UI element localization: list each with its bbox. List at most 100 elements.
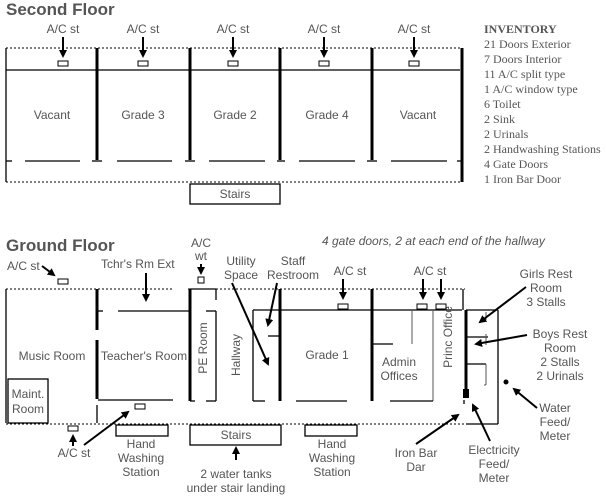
room-label-admin-2: Offices: [380, 369, 417, 383]
callout-elec-1: Electricity: [468, 443, 519, 457]
arrow-icon: [231, 282, 270, 366]
inventory-item: 4 Gate Doors: [484, 157, 548, 171]
inventory-item: 6 Toilet: [484, 97, 521, 111]
callout-hand-wash-right-3: Station: [313, 465, 350, 479]
inventory-item: 2 Urinals: [484, 127, 529, 141]
callout-iron-bar-2: Dar: [406, 460, 425, 474]
ac-split-icon: [137, 60, 149, 67]
room-label-hallway: Hallway: [229, 334, 243, 376]
second-floor-plan: Stairs Vacant Grade 3 Grade 2 Grade 4 Va…: [5, 22, 464, 205]
hand-washing-left-box: [115, 424, 169, 437]
ac-split-icon: [227, 60, 239, 67]
callout-hand-wash-right-1: Hand: [318, 437, 347, 451]
callout-tchr-rm-ext: Tchr's Rm Ext: [101, 257, 175, 271]
callout-girls-2: Room: [530, 281, 562, 295]
callout-ac-wt-1: A/C: [191, 236, 211, 250]
electricity-meter-icon: [463, 389, 469, 398]
stairs-box: [189, 183, 281, 205]
callout-water-tanks-1: 2 water tanks: [200, 467, 271, 481]
arrow-icon: [415, 413, 460, 445]
callout-staff-1: Staff: [281, 254, 306, 268]
ac-label: A/C st: [398, 22, 431, 36]
inventory-item: 1 Iron Bar Door: [484, 172, 561, 186]
ground-floor-callouts: A/C st Tchr's Rm Ext A/C wt Utility Spac…: [7, 236, 588, 495]
ac-split-icon: [408, 60, 420, 67]
inventory-item: 7 Doors Interior: [484, 52, 561, 66]
ac-split-icon: [57, 60, 69, 67]
second-floor-title: Second Floor: [6, 0, 115, 19]
inventory-list: INVENTORY 21 Doors Exterior 7 Doors Inte…: [484, 22, 601, 186]
ac-label: A/C st: [308, 22, 341, 36]
ac-split-icon: [57, 278, 69, 285]
callout-utility-2: Space: [224, 268, 258, 282]
ac-label: A/C st: [47, 22, 80, 36]
callout-hand-wash-left-2: Washing: [118, 451, 164, 465]
callout-water-1: Water: [539, 401, 571, 415]
callout-ac-st-admin: A/C st: [414, 264, 447, 278]
room-label-grade-1: Grade 1: [305, 348, 349, 362]
callout-girls-3: 3 Stalls: [526, 295, 565, 309]
callout-ac-st-bottom: A/C st: [58, 446, 91, 460]
room-label-music: Music Room: [19, 349, 86, 363]
inventory-item: 21 Doors Exterior: [484, 37, 571, 51]
callout-hand-wash-left-1: Hand: [127, 437, 156, 451]
room-label-princ-office: Princ Office: [441, 306, 455, 368]
room-label-maint-2: Room: [12, 402, 44, 416]
arrow-icon: [474, 334, 528, 347]
arrow-icon: [265, 282, 278, 327]
ground-floor-title: Ground Floor: [6, 236, 115, 255]
stairs-label: Stairs: [220, 187, 251, 201]
ac-split-icon: [337, 303, 349, 310]
room-label-pe: PE Room: [196, 322, 210, 373]
arrow-icon: [478, 286, 527, 324]
ac-unit-5: A/C st: [398, 22, 431, 67]
ac-unit-4: A/C st: [308, 22, 341, 67]
ac-label: A/C st: [127, 22, 160, 36]
stairs-box: [189, 424, 282, 446]
room-label-grade-4: Grade 4: [305, 108, 349, 122]
ac-split-icon: [67, 425, 79, 432]
room-label-grade-3: Grade 3: [121, 108, 165, 122]
callout-water-2: Feed/: [540, 415, 571, 429]
callout-boys-3: 2 Stalls: [540, 355, 579, 369]
gate-doors-note: 4 gate doors, 2 at each end of the hallw…: [322, 234, 546, 248]
water-meter-dot-icon: [503, 379, 509, 385]
callout-hand-wash-right-2: Washing: [309, 451, 355, 465]
inventory-item: 2 Sink: [484, 112, 515, 126]
maint-room-box: [7, 378, 49, 424]
callout-ac-st-top-left: A/C st: [7, 259, 40, 273]
ground-floor-plan: Maint. Room Music Room Teacher's Room PE…: [5, 276, 509, 446]
inventory-heading: INVENTORY: [484, 22, 557, 36]
ac-unit-2: A/C st: [127, 22, 160, 67]
callout-boys-1: Boys Rest: [533, 327, 588, 341]
ac-split-icon: [318, 60, 330, 67]
inventory-item: 2 Handwashing Stations: [484, 142, 601, 156]
arrow-icon: [41, 265, 56, 277]
callout-boys-4: 2 Urinals: [536, 369, 583, 383]
arrow-icon: [83, 410, 130, 446]
callout-iron-bar-1: Iron Bar: [395, 446, 438, 460]
callout-hand-wash-left-3: Station: [122, 465, 159, 479]
callout-elec-3: Meter: [479, 471, 510, 485]
ac-split-icon: [435, 303, 447, 310]
ac-unit-3: A/C st: [217, 22, 250, 67]
hand-washing-right-box: [304, 424, 358, 437]
inventory-item: 1 A/C window type: [484, 82, 578, 96]
callout-ac-st-grade1: A/C st: [334, 264, 367, 278]
callout-utility-1: Utility: [226, 254, 255, 268]
callout-water-tanks-2: under stair landing: [187, 481, 286, 495]
arrow-icon: [512, 387, 538, 409]
callout-boys-2: Room: [544, 341, 576, 355]
callout-girls-1: Girls Rest: [520, 267, 573, 281]
inventory-item: 11 A/C split type: [484, 67, 565, 81]
room-label-vacant-2: Vacant: [400, 108, 437, 122]
ac-window-icon: [197, 276, 205, 284]
arrow-icon: [471, 403, 491, 442]
callout-ac-wt-2: wt: [194, 249, 208, 263]
room-label-vacant-1: Vacant: [34, 108, 71, 122]
room-label-admin-1: Admin: [382, 355, 416, 369]
room-label-teacher: Teacher's Room: [101, 349, 187, 363]
room-label-maint-1: Maint.: [12, 387, 45, 401]
ac-split-icon: [416, 303, 428, 310]
